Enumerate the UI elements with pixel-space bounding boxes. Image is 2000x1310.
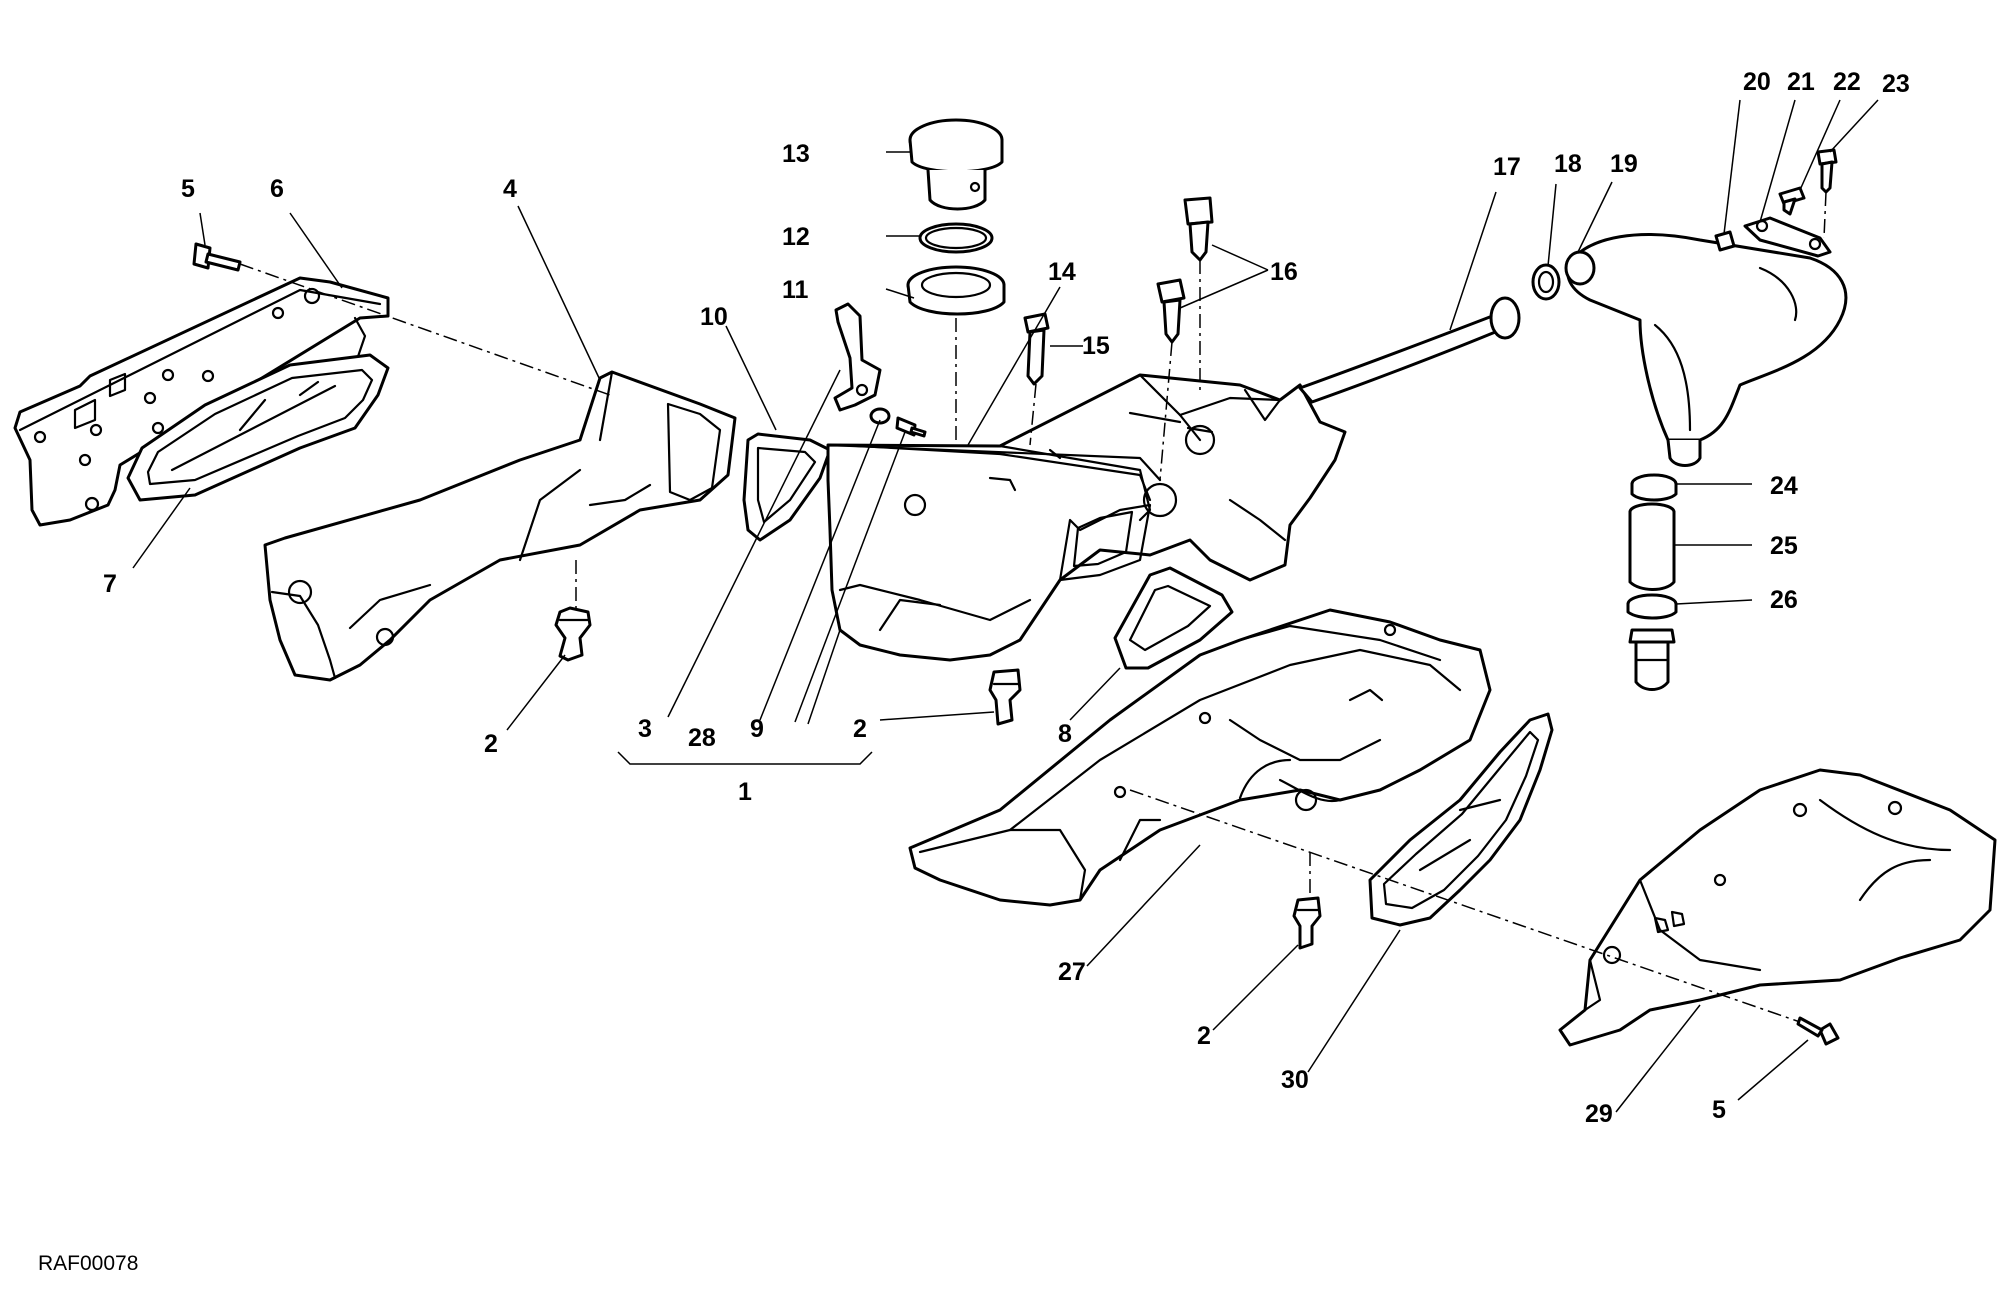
part-25-hose: [1628, 502, 1676, 591]
callout-25: 25: [1770, 532, 1798, 560]
callout-30: 30: [1281, 1066, 1309, 1094]
callout-5-right: 5: [1712, 1096, 1726, 1124]
callout-22: 22: [1833, 68, 1861, 96]
callout-4: 4: [503, 175, 517, 203]
part-4-air-duct-left: [263, 370, 737, 682]
callout-26: 26: [1770, 586, 1798, 614]
callout-16: 16: [1270, 258, 1298, 286]
part-11-filler-ring: [906, 265, 1006, 316]
callout-5-left: 5: [181, 175, 195, 203]
callout-3: 3: [638, 715, 652, 743]
part-22-screw: [1778, 186, 1806, 216]
part-8-small-frame: [1113, 566, 1234, 670]
callout-2-middle: 2: [853, 715, 867, 743]
callout-12: 12: [782, 223, 810, 251]
part-29-side-cover: [1558, 768, 1997, 1047]
part-2-grommet-middle: [988, 668, 1022, 726]
part-2-grommet-right: [1292, 896, 1322, 950]
callout-19: 19: [1610, 150, 1638, 178]
callout-labels: 5 6 4 7 2 10 3 28 9 2 1 13 12 11 14 15 1…: [103, 68, 1910, 1128]
callout-15: 15: [1082, 332, 1110, 360]
callout-23: 23: [1882, 70, 1910, 98]
callout-13: 13: [782, 140, 810, 168]
part-3-bracket: [833, 302, 882, 412]
callout-2-left: 2: [484, 730, 498, 758]
callout-9: 9: [750, 715, 764, 743]
drawing-code: RAF00078: [38, 1252, 138, 1275]
callout-2-right: 2: [1197, 1022, 1211, 1050]
callout-28: 28: [688, 724, 716, 752]
callout-1: 1: [738, 778, 752, 806]
part-18-clamp: [1531, 263, 1561, 301]
part-1-fuel-tank: [826, 373, 1347, 662]
assembly-bracket-1: [617, 751, 873, 765]
part-13-filler-cap: [908, 118, 1004, 211]
part-14-tank-strip: [838, 443, 1152, 502]
callout-6: 6: [270, 175, 284, 203]
callout-27: 27: [1058, 958, 1086, 986]
part-17-hose: [1298, 296, 1521, 404]
callout-20: 20: [1743, 68, 1771, 96]
part-27-under-tray: [908, 608, 1492, 907]
part-19-catch-tank: [1564, 233, 1848, 467]
leader-lines: [132, 99, 1879, 1113]
part-24-clamp: [1630, 473, 1678, 502]
part-9-screw: [895, 416, 927, 438]
callout-8: 8: [1058, 720, 1072, 748]
part-26-clamp: [1626, 593, 1678, 620]
part-10-frame: [742, 432, 832, 542]
part-5-screw-right: [1796, 1016, 1840, 1046]
part-23-screw: [1816, 148, 1838, 194]
callout-10: 10: [700, 303, 728, 331]
callout-7: 7: [103, 570, 117, 598]
assembly-centerlines: [239, 191, 1827, 1023]
part-2-grommet-left: [554, 606, 592, 662]
drain-fitting: [1628, 628, 1676, 691]
callout-21: 21: [1787, 68, 1815, 96]
callout-14: 14: [1048, 258, 1076, 286]
part-5-screw-left: [192, 242, 242, 272]
callout-18: 18: [1554, 150, 1582, 178]
callout-24: 24: [1770, 472, 1798, 500]
callout-11: 11: [782, 276, 809, 304]
part-12-o-ring: [918, 222, 994, 254]
part-15-bolt: [1023, 312, 1050, 386]
part-16-bolts: [1156, 196, 1214, 344]
part-28-washer: [869, 407, 891, 425]
part-20-nipple: [1714, 230, 1736, 252]
part-6-side-bracket: [13, 276, 390, 527]
callout-17: 17: [1493, 153, 1521, 181]
part-7-air-filter-left: [126, 353, 390, 502]
callout-29: 29: [1585, 1100, 1613, 1128]
part-30-air-filter-right: [1368, 712, 1554, 927]
part-21-bracket-plate: [1743, 216, 1832, 258]
